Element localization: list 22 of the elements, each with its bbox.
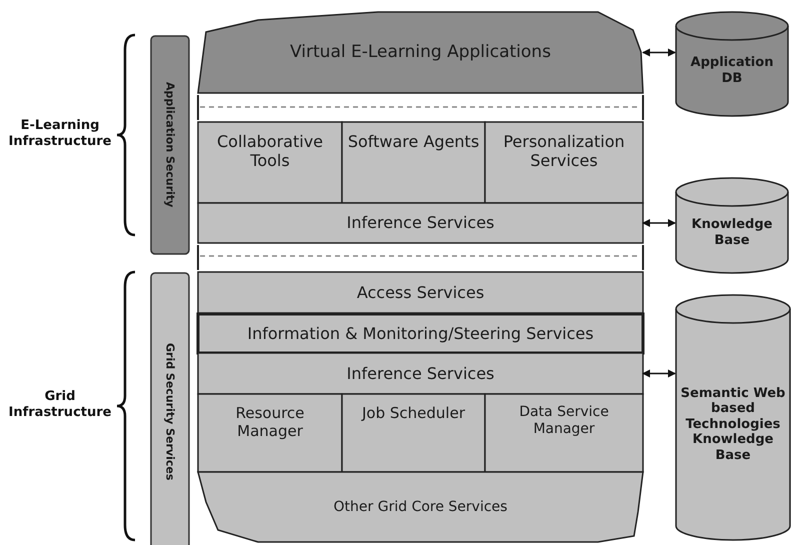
double-arrow [642,48,676,56]
security-bar: Application Security [150,35,190,255]
layer-box: Inference Services [198,203,643,243]
group-label: E-Learning Infrastructure [8,118,112,150]
database-cylinder: Semantic Web based Technologies Knowledge Base [675,295,791,540]
layer-box: Collaborative Tools [198,122,342,203]
database-cylinder: Application DB [675,12,789,116]
layer-box: Inference Services [198,353,643,394]
layer-box: Access Services [198,272,643,313]
layer-box: Data Service Manager [485,394,643,472]
security-bar: Grid Security Services [150,272,190,545]
layer-banner: Other Grid Core Services [198,472,643,542]
layer-box: Personalization Services [485,122,643,203]
double-arrow [642,370,676,378]
layer-box: Resource Manager [198,394,342,472]
double-arrow [642,219,676,227]
database-cylinder: Knowledge Base [675,178,789,273]
layer-banner: Virtual E-Learning Applications [198,12,643,93]
layer-box: Information & Monitoring/Steering Services [198,314,643,353]
group-label: Grid Infrastructure [8,389,112,422]
layer-box: Job Scheduler [342,394,485,472]
layer-box: Software Agents [342,122,485,203]
